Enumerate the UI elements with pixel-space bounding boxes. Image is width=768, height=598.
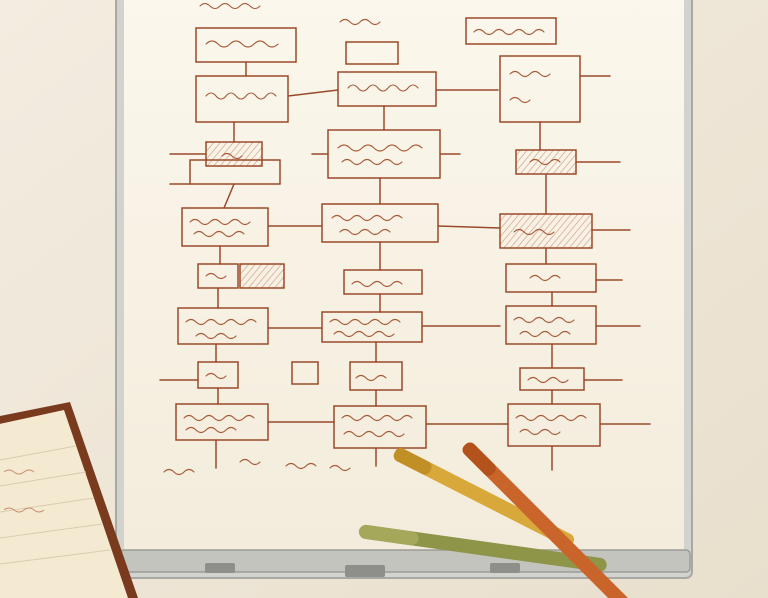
board-clip-center xyxy=(345,565,385,577)
flowchart-sketch xyxy=(159,17,651,471)
board-clip-left xyxy=(205,563,235,573)
orange-pen xyxy=(462,442,645,598)
yellow-pen xyxy=(393,448,575,548)
olive-pen xyxy=(358,524,607,572)
whiteboard xyxy=(115,0,693,579)
notebook xyxy=(0,402,138,598)
board-clip-right xyxy=(490,563,520,573)
handwriting-scribbles xyxy=(163,2,587,476)
